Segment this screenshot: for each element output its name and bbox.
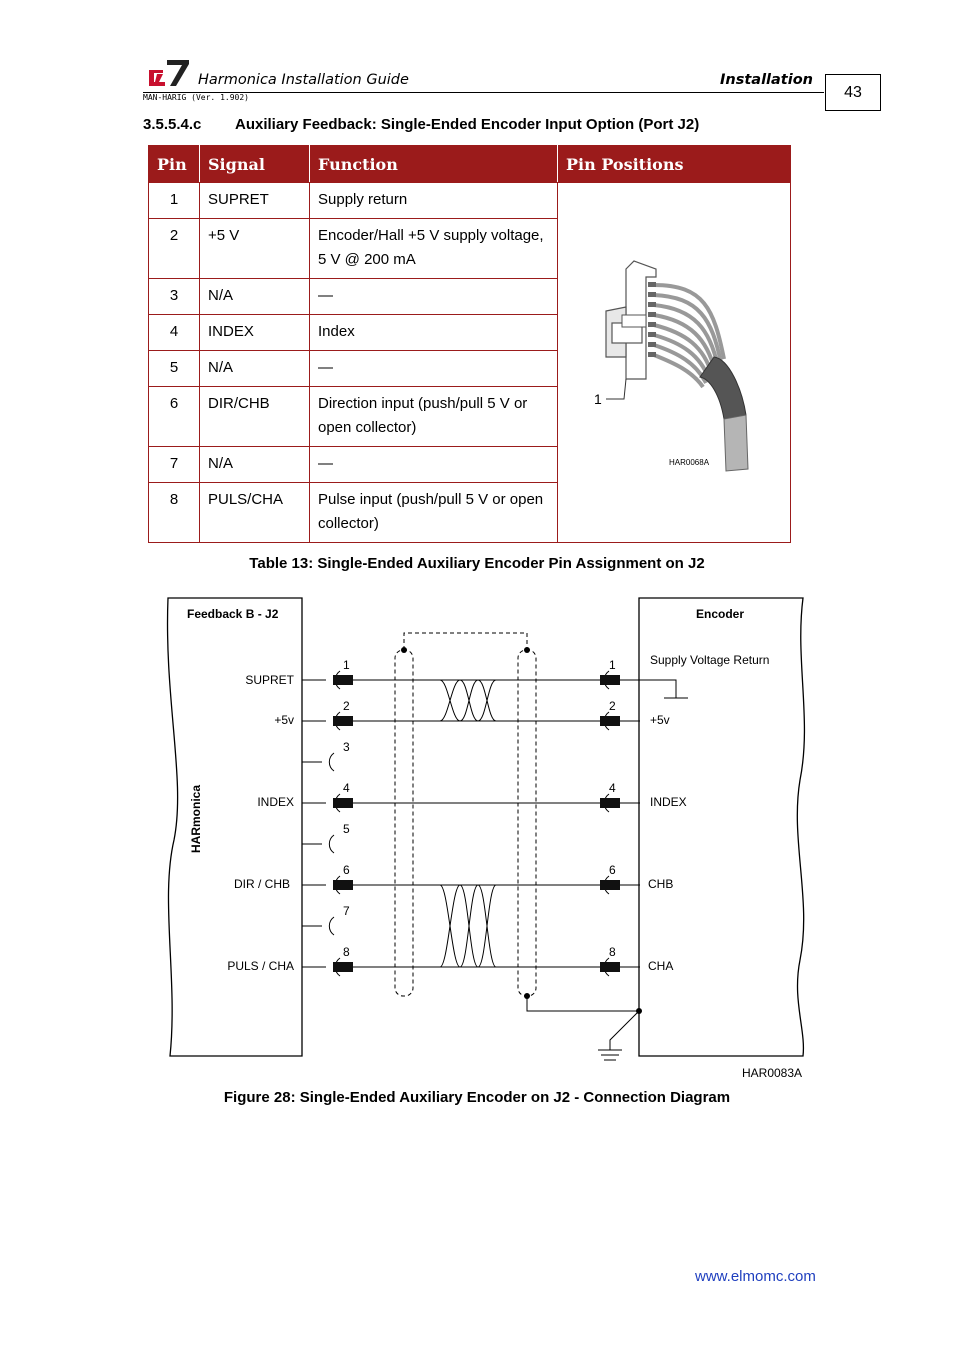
chapter-name: Installation [720,72,813,88]
table-row: 2 +5 V Encoder/Hall +5 V supply voltage,… [148,218,791,279]
function-cell: — [309,446,558,483]
column-header-signal: Signal [199,145,310,183]
table-header-row: Pin Signal Function Pin Positions [148,145,791,183]
left-pin-number: 4 [343,781,350,795]
right-pin-number: 6 [609,863,616,877]
pin-cell: 2 [148,218,200,279]
connection-diagram: Feedback B - J2 HARmonica Encoder Supply… [166,597,806,1080]
signal-cell: N/A [199,350,310,387]
left-pin-number: 7 [343,904,350,918]
website-link[interactable]: www.elmomc.com [695,1268,816,1285]
table-row: 5 N/A — [148,350,791,387]
left-pin-number: 1 [343,658,350,672]
column-header-pin: Pin [148,145,200,183]
elmo-logo [149,60,189,86]
left-pins: 1 SUPRET 2 +5v 3 4 INDEX 5 6 DIR / CHB 7… [227,658,353,977]
function-cell: Pulse input (push/pull 5 V or open colle… [309,482,558,543]
right-pin-number: 1 [609,658,616,672]
diagram-code: HAR0083A [742,1066,802,1080]
signal-cell: SUPRET [199,182,310,219]
column-header-function: Function [309,145,558,183]
right-box-title: Encoder [696,607,744,621]
right-pin-number: 4 [609,781,616,795]
left-pin-label: DIR / CHB [234,877,290,891]
function-cell: Direction input (push/pull 5 V or open c… [309,386,558,447]
left-pin-number: 6 [343,863,350,877]
pin-cell: 3 [148,278,200,315]
left-pin-number: 5 [343,822,350,836]
supply-voltage-return-label: Supply Voltage Return [650,653,769,667]
table-row: 3 N/A — [148,278,791,315]
document-version: MAN-HARIG (Ver. 1.902) [143,93,249,102]
pin-assignment-table: Pin Signal Function Pin Positions 1 SUPR… [148,145,791,543]
signal-wires [353,679,600,968]
connector-illustration: 1 HAR0068A [594,259,749,472]
function-cell: Encoder/Hall +5 V supply voltage, 5 V @ … [309,218,558,279]
function-cell: Supply return [309,182,558,219]
signal-cell: +5 V [199,218,310,279]
figure-caption: Figure 28: Single-Ended Auxiliary Encode… [223,1089,731,1106]
function-cell: — [309,278,558,315]
left-pin-label: +5v [274,713,294,727]
pin-cell: 5 [148,350,200,387]
left-pin-label: INDEX [257,795,294,809]
right-pin-number: 8 [609,945,616,959]
right-pins: 1 2 +5v 4 INDEX 6 CHB 8 CHA [600,658,687,977]
image-code: HAR0068A [669,458,710,467]
pin-cell: 7 [148,446,200,483]
section-number: 3.5.5.4.c [143,116,202,133]
right-pin-label: CHB [648,877,673,891]
left-pin-label: PULS / CHA [227,959,294,973]
signal-cell: N/A [199,446,310,483]
table-row: 1 SUPRET Supply return [148,182,791,543]
harmonica-box [166,597,303,1057]
signal-cell: PULS/CHA [199,482,310,543]
harmonica-label: HARmonica [189,785,203,853]
twisted-pair-symbols [439,679,497,968]
signal-cell: N/A [199,278,310,315]
signal-cell: INDEX [199,314,310,351]
left-pin-number: 3 [343,740,350,754]
table-row: 7 N/A — [148,446,791,483]
header-rule [143,92,824,93]
function-cell: Index [309,314,558,351]
table-row: 8 PULS/CHA Pulse input (push/pull 5 V or… [148,482,791,543]
right-pin-number: 2 [609,699,616,713]
pin-one-label: 1 [594,391,602,407]
column-header-pin-positions: Pin Positions [557,145,791,183]
pin-cell: 8 [148,482,200,543]
pin-cell: 6 [148,386,200,447]
left-pin-number: 8 [343,945,350,959]
section-title: Auxiliary Feedback: Single-Ended Encoder… [235,116,700,133]
page-number: 43 [825,74,881,111]
left-box-title: Feedback B - J2 [187,607,279,621]
right-pin-label: +5v [650,713,670,727]
left-pin-number: 2 [343,699,350,713]
table-caption: Table 13: Single-Ended Auxiliary Encoder… [249,555,705,572]
right-pin-label: CHA [648,959,673,973]
document-title: Harmonica Installation Guide [198,72,409,88]
encoder-box [638,597,806,1057]
function-cell: — [309,350,558,387]
left-pin-label: SUPRET [245,673,294,687]
pin-cell: 1 [148,182,200,219]
right-pin-label: INDEX [650,795,687,809]
pin-cell: 4 [148,314,200,351]
signal-cell: DIR/CHB [199,386,310,447]
pin-positions-cell: 1 HAR0068A [557,182,791,543]
